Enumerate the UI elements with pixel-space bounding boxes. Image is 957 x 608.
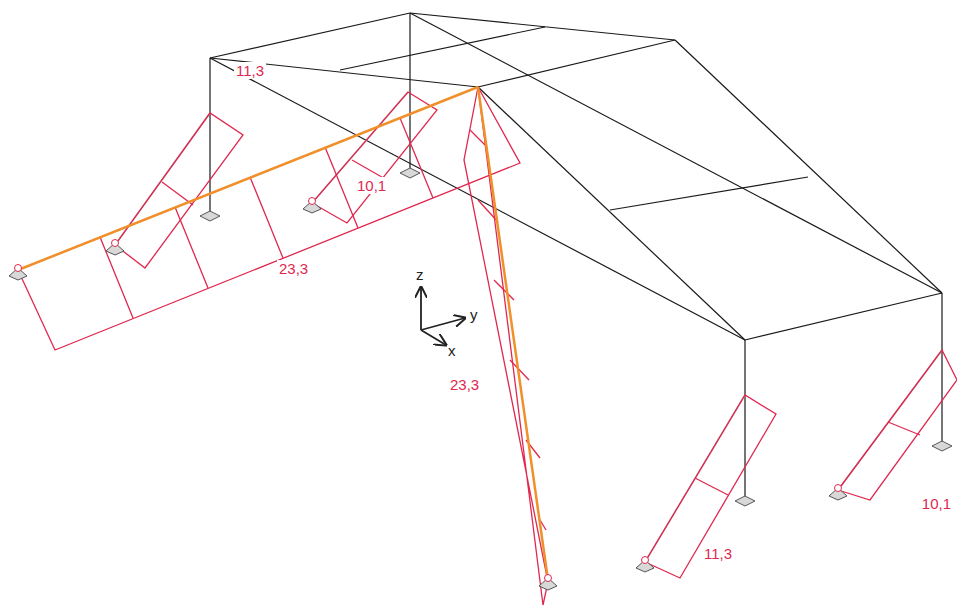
highlighted-members	[18, 87, 548, 580]
moment-diagrams	[18, 87, 957, 605]
frame-members	[210, 13, 942, 498]
moment-value: 11,3	[234, 62, 266, 79]
moment-value: 23,3	[277, 260, 310, 277]
axis-label: x	[446, 342, 458, 359]
axis-triad	[421, 287, 465, 345]
supports	[9, 168, 952, 590]
moment-value: 10,1	[920, 495, 953, 512]
moment-value: 23,3	[448, 376, 481, 393]
moment-value: 11,3	[702, 545, 734, 562]
moment-value: 10,1	[355, 177, 388, 194]
axis-label: y	[468, 306, 480, 323]
axis-label: z	[414, 266, 426, 283]
